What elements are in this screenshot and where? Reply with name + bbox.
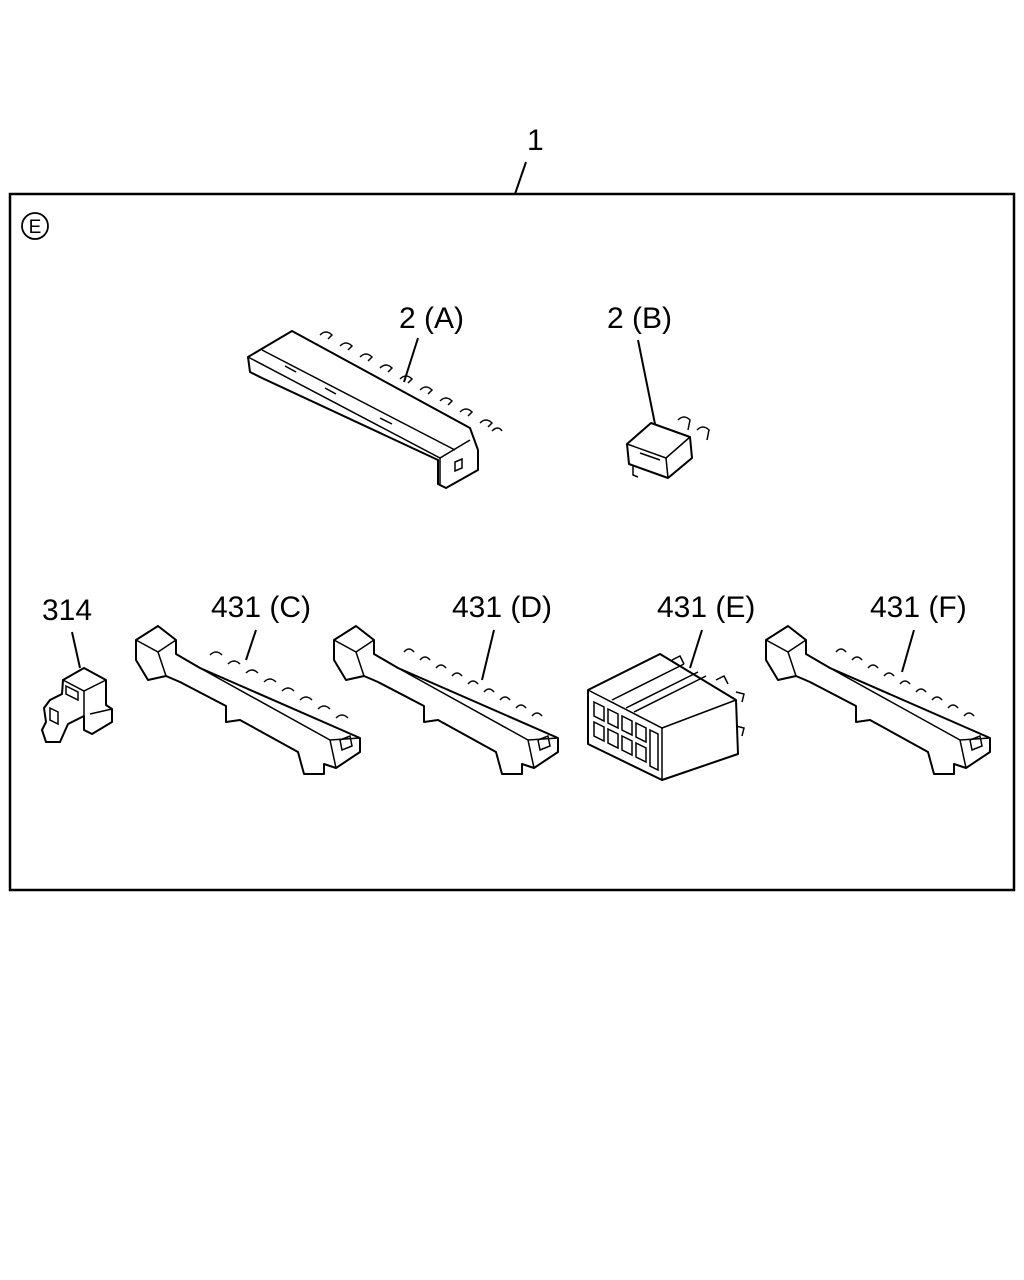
section-marker-letter: E [29,217,42,238]
part-431c-drawing [135,625,361,775]
part-label-431e: 431 (E) [657,591,755,624]
part-label-431c: 431 (C) [211,591,311,624]
part-label-431d: 431 (D) [452,591,552,624]
assembly-frame [8,192,1016,892]
leader-line-431c [245,629,257,661]
part-431f-drawing [765,625,991,775]
assembly-leader-line [514,161,527,195]
leader-line-431e [689,629,703,669]
assembly-label: 1 [527,124,544,157]
section-marker-circle [21,212,49,240]
leader-line-2b [637,339,656,425]
leader-line-431f [901,629,915,673]
part-label-314: 314 [42,594,92,627]
part-431e-drawing [587,653,745,781]
leader-line-2a [403,337,419,383]
part-2a-drawing [247,330,503,489]
part-label-431f: 431 (F) [870,591,967,624]
part-2b-drawing [626,416,710,479]
part-431d-drawing [333,625,559,775]
part-label-2a: 2 (A) [399,302,464,335]
leader-line-431d [481,629,495,681]
leader-line-314 [71,631,81,669]
section-marker: E [21,212,49,240]
part-314-drawing [41,667,113,743]
part-label-2b: 2 (B) [607,302,672,335]
